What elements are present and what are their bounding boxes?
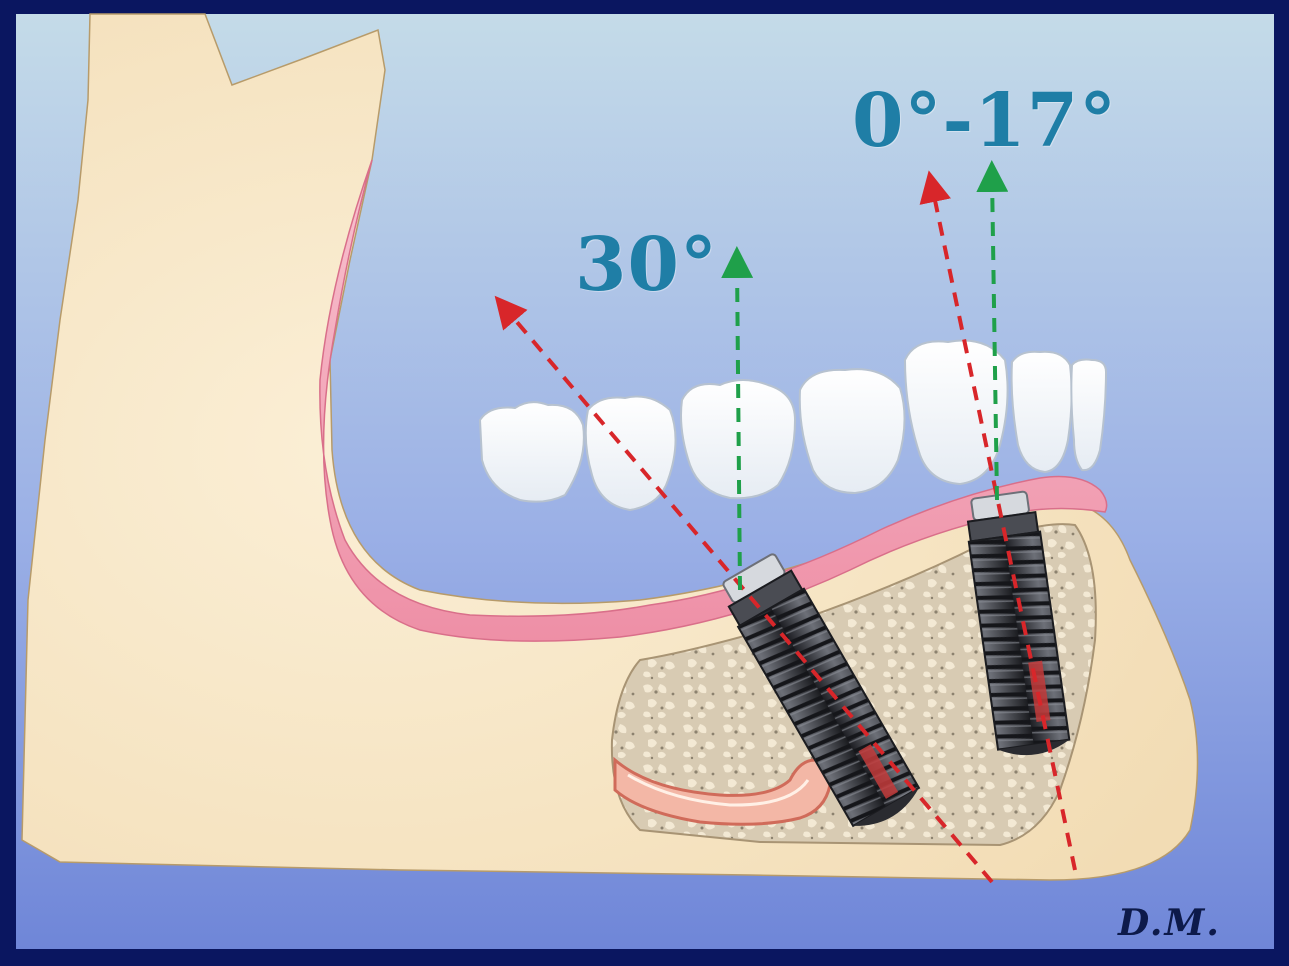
angle-label-0-17: 0°-17° — [852, 78, 1117, 164]
tooth-6 — [1012, 352, 1072, 472]
author-signature: D.M. — [1118, 902, 1221, 944]
angle-label-30: 30° — [575, 222, 718, 308]
tooth-4 — [800, 369, 905, 493]
